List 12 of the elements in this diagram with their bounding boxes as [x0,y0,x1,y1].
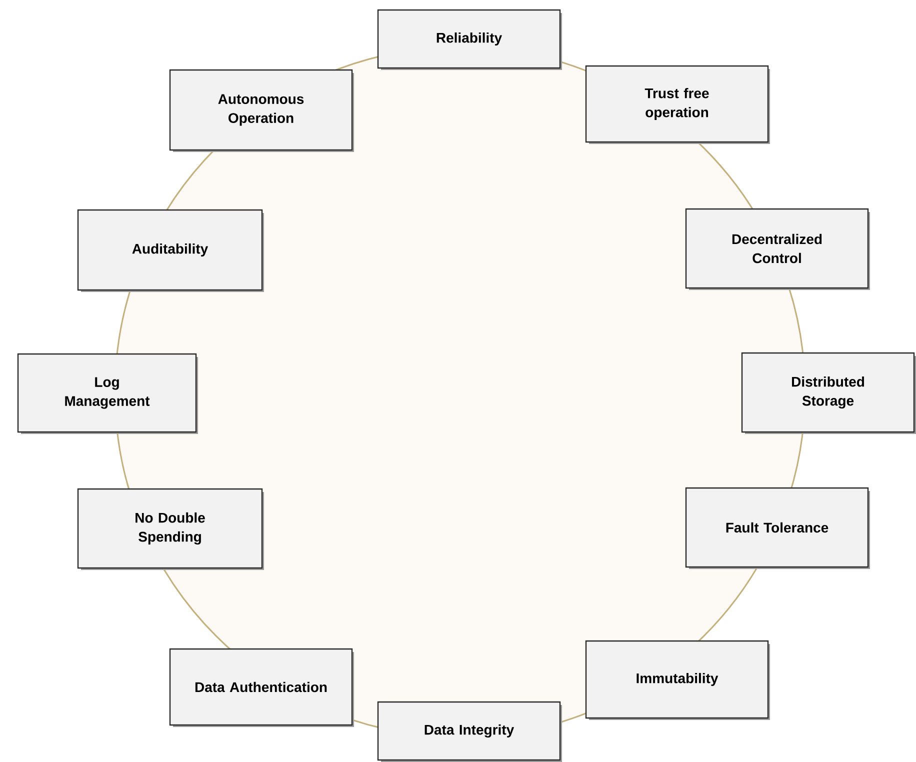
label-box: Reliability [377,9,562,70]
label-box: Data Integrity [377,701,562,762]
label-box: Autonomous Operation [169,69,354,152]
label-box: Immutability [585,640,770,720]
label-box: Data Authentication [169,648,354,727]
label-box: Log Management [17,353,198,434]
label-box: Fault Tolerance [685,487,870,569]
label-box: Distributed Storage [741,352,916,434]
label-box: Auditability [77,209,264,292]
label-box: Decentralized Control [685,208,870,290]
label-box: No Double Spending [77,488,264,570]
label-box: Trust free operation [585,65,770,144]
